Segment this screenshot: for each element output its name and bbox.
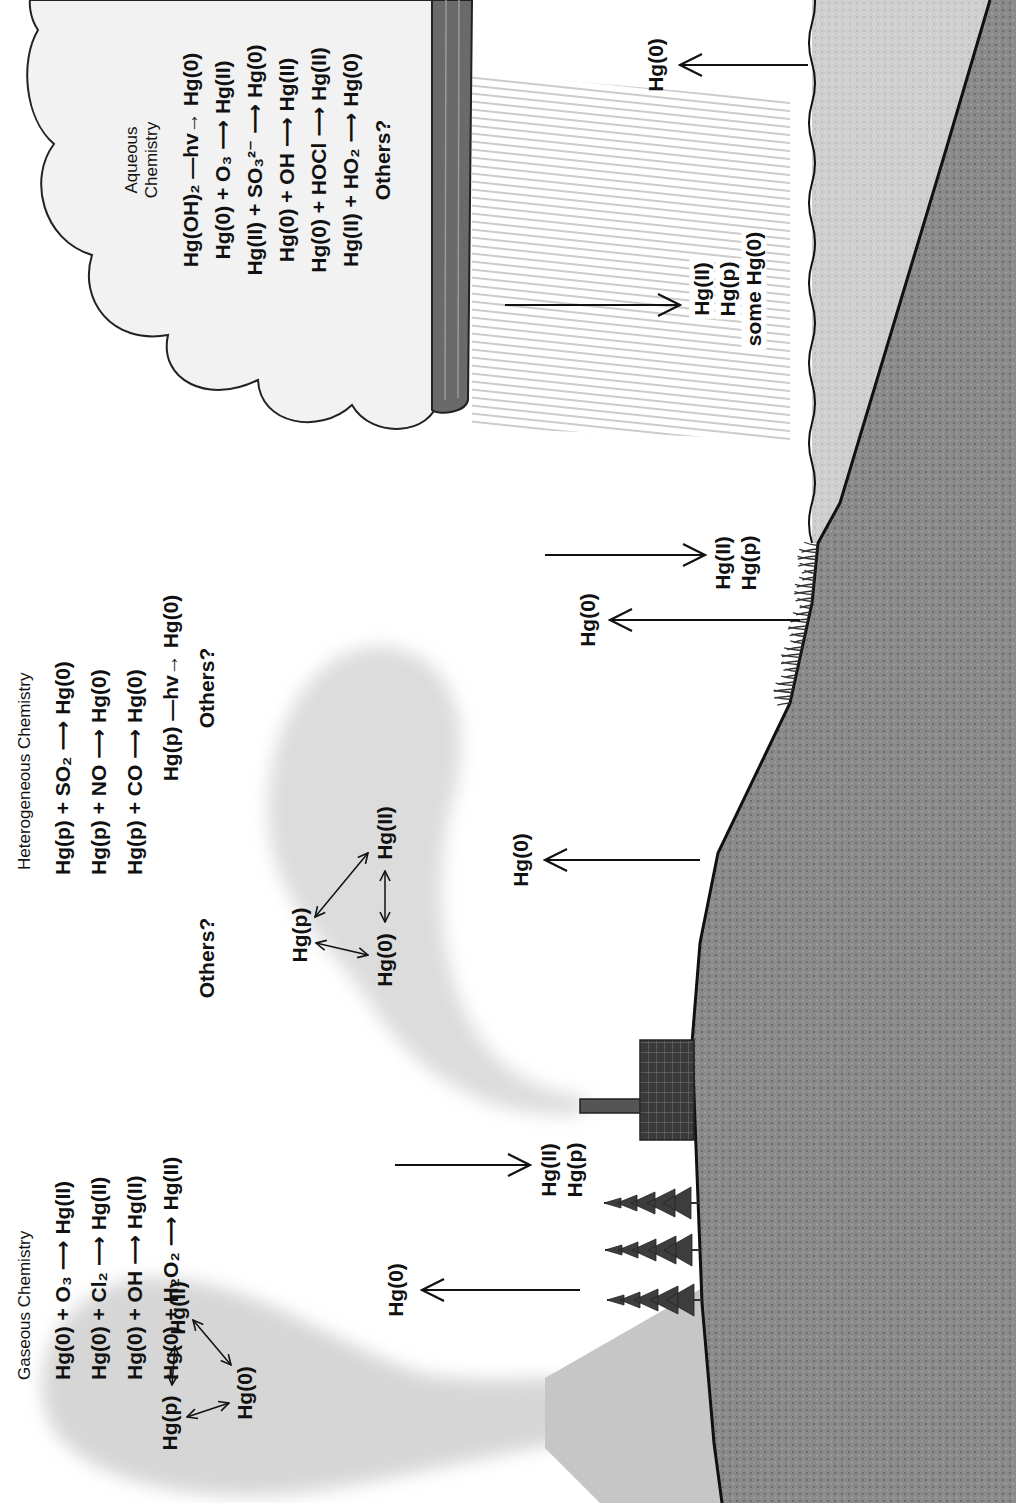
mercury-label: Hg(0) xyxy=(383,1263,408,1317)
reaction-text: Hg(II) + HO₂ ⟶ Hg(0) xyxy=(335,53,367,267)
cloud-heading: Aqueous Chemistry xyxy=(122,95,163,225)
trees xyxy=(604,1187,702,1316)
mercury-label: Hg(0) xyxy=(643,38,668,92)
mercury-label: Others? xyxy=(194,918,219,999)
mercury-label: Hg(p) + NO ⟶ Hg(0) xyxy=(86,669,111,875)
reaction-text: Others? xyxy=(367,120,399,201)
factory xyxy=(580,1040,694,1140)
volcano-plume xyxy=(42,1278,560,1496)
reaction-text: Hg(OH)₂ —hv→ Hg(0) xyxy=(175,53,207,268)
mercury-label: Hg(0) xyxy=(575,593,600,647)
mercury-label: Hg(p) xyxy=(562,1143,587,1198)
cloud-node: Aqueous ChemistryHg(OH)₂ —hv→ Hg(0)Hg(0)… xyxy=(20,0,495,440)
reaction-text: Hg(0) + O₃ ⟶ Hg(II) xyxy=(207,60,239,259)
mercury-label: Hg(0) + H₂O₂ ⟶ Hg(II) xyxy=(158,1157,183,1380)
section-heading: Heterogeneous Chemistry xyxy=(15,673,35,870)
mercury-label: Others? xyxy=(194,648,219,729)
reaction-text: Hg(II) + SO₃²⁻ ⟶ Hg(0) xyxy=(239,44,271,275)
mercury-label: Hg(0) xyxy=(232,1366,257,1420)
water-surface xyxy=(809,0,815,543)
volcano-cone xyxy=(545,1288,722,1503)
mercury-label: Hg(0) xyxy=(372,933,397,987)
reaction-text: Hg(0) + OH ⟶ Hg(II) xyxy=(271,58,303,263)
mercury-label: Hg(II) xyxy=(710,536,735,590)
mercury-label: Hg(II) xyxy=(372,806,397,860)
reaction-text: Hg(0) + HOCl ⟶ Hg(II) xyxy=(303,47,335,273)
mercury-label: Hg(0) + OH ⟶ Hg(II) xyxy=(122,1175,147,1380)
mercury-label: Hg(p) + CO ⟶ Hg(0) xyxy=(122,669,147,875)
mercury-label: some Hg(0) xyxy=(741,229,766,349)
grass xyxy=(774,542,818,705)
mercury-label: Hg(p) xyxy=(715,259,740,320)
mercury-label: Hg(p) xyxy=(287,908,312,963)
mercury-label: Hg(p) xyxy=(157,1396,182,1451)
mercury-label: Hg(p) + SO₂ ⟶ Hg(0) xyxy=(50,661,75,875)
mercury-label: Hg(0) + Cl₂ ⟶ Hg(II) xyxy=(86,1177,111,1380)
section-heading: Gaseous Chemistry xyxy=(15,1231,35,1380)
mercury-label: Hg(0) xyxy=(508,833,533,887)
mercury-label: Hg(II) xyxy=(689,259,714,319)
transformation-arrows xyxy=(172,853,385,1417)
rain xyxy=(472,73,790,440)
mercury-label: Hg(II) xyxy=(536,1143,561,1197)
mercury-label: Hg(p) xyxy=(736,536,761,591)
mercury-label: Hg(p) —hv→ Hg(0) xyxy=(158,595,183,782)
factory-plume xyxy=(268,646,585,1114)
mercury-label: Hg(0) + O₃ ⟶ Hg(II) xyxy=(50,1181,75,1380)
